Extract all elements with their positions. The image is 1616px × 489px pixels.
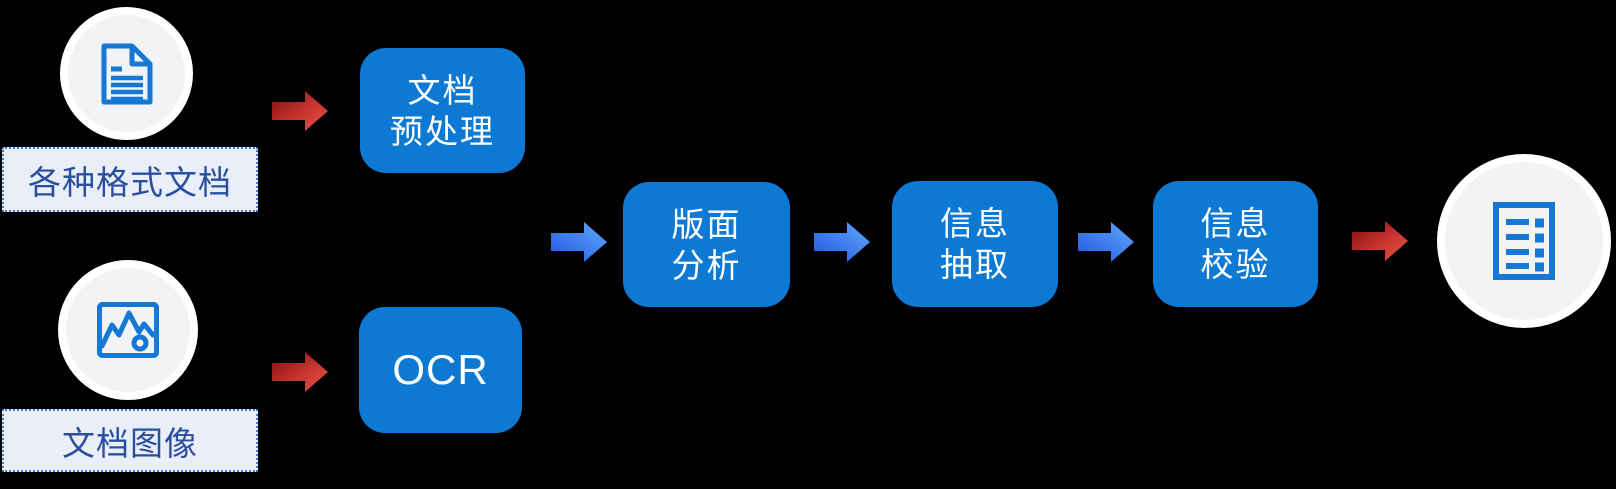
document-icon [99, 41, 155, 107]
input-images-label-text: 文档图像 [62, 424, 198, 462]
input-documents-label-text: 各种格式文档 [28, 163, 232, 201]
input-documents-label: 各种格式文档 [2, 147, 258, 212]
blue-arrow-to-info-extraction [814, 222, 870, 262]
blue-arrow-to-layout-analysis [551, 222, 607, 262]
node-info-verification-text: 信息 校验 [1200, 205, 1271, 283]
node-info-extraction: 信息 抽取 [892, 181, 1058, 307]
node-info-extraction-text: 信息 抽取 [940, 205, 1010, 283]
blue-arrow-to-info-verification [1078, 222, 1134, 262]
node-preprocess-text: 文档 预处理 [390, 71, 495, 150]
image-icon [96, 301, 160, 359]
form-icon [1491, 200, 1557, 282]
node-layout-analysis-text: 版面 分析 [671, 205, 742, 284]
red-arrow-to-output [1352, 221, 1408, 261]
node-layout-analysis: 版面 分析 [623, 182, 790, 307]
red-arrow-images-to-ocr [272, 352, 328, 392]
output-result-circle [1437, 154, 1611, 328]
input-documents-circle [60, 7, 193, 140]
input-images-label: 文档图像 [2, 409, 258, 472]
input-images-circle [58, 260, 198, 400]
node-ocr: OCR [359, 307, 522, 433]
node-preprocess: 文档 预处理 [360, 48, 525, 173]
node-info-verification: 信息 校验 [1153, 181, 1318, 307]
red-arrow-documents-to-preprocess [272, 91, 328, 131]
node-ocr-text: OCR [392, 346, 489, 393]
